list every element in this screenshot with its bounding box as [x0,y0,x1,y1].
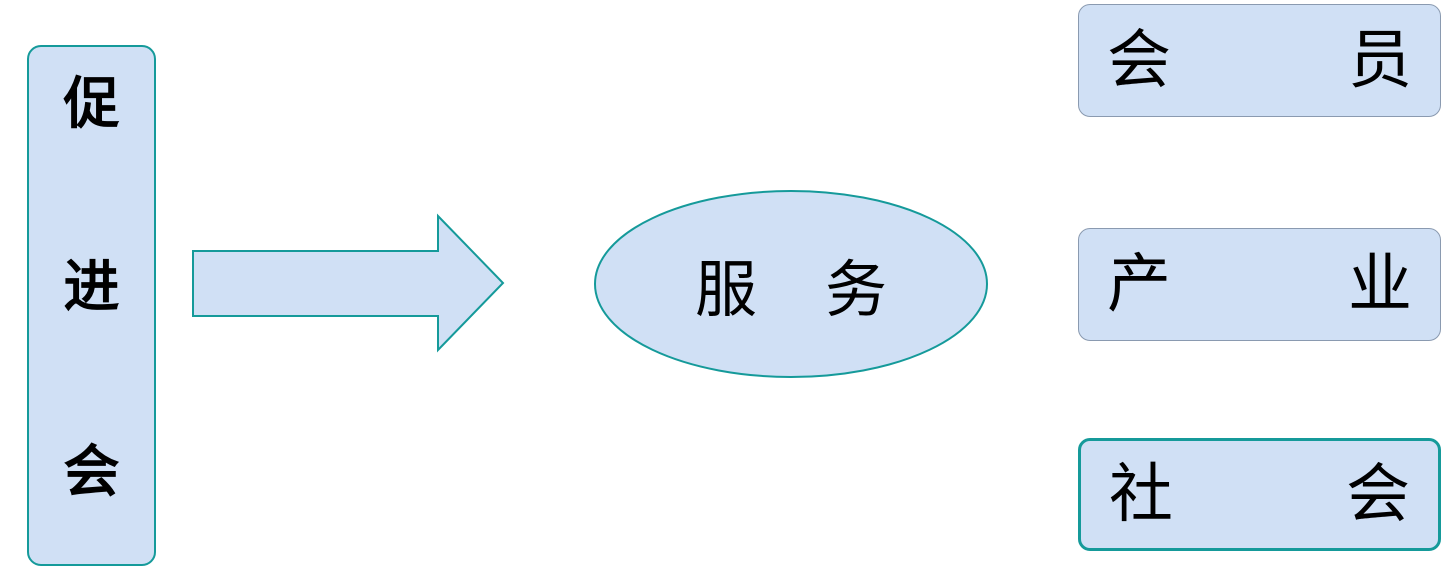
industry-char-2: 业 [1348,247,1412,322]
member-char-2: 员 [1348,23,1412,98]
society-box: 社 会 [1078,438,1441,551]
service-label: 服 务 [595,190,987,377]
promotion-council-char-2: 进 [63,255,120,320]
society-char-1: 社 [1109,457,1173,532]
right-arrow [192,213,505,353]
promotion-council-char-1: 促 [63,72,120,137]
member-box: 会 员 [1078,4,1441,117]
member-char-1: 会 [1107,23,1171,98]
service-ellipse [594,190,988,378]
promotion-council-box: 促 进 会 [27,45,156,566]
service-char-1: 服 [694,252,757,326]
society-char-2: 会 [1346,457,1410,532]
promotion-council-char-3: 会 [63,440,120,505]
industry-box: 产 业 [1078,228,1441,341]
industry-char-1: 产 [1107,247,1171,322]
service-char-2: 务 [825,252,888,326]
